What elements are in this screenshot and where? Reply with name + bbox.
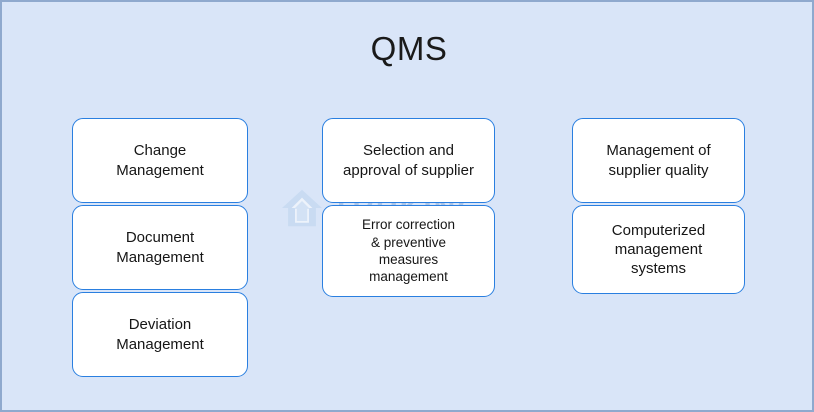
- qms-box-label: Document Management: [116, 229, 204, 266]
- qms-box-deviation-management[interactable]: Deviation Management: [72, 292, 248, 377]
- qms-box-selection-approval-supplier[interactable]: Selection and approval of supplier: [322, 118, 495, 203]
- qms-box-management-supplier-quality[interactable]: Management of supplier quality: [572, 118, 745, 203]
- qms-box-error-correction-preventive[interactable]: Error correction & preventive measures m…: [322, 205, 495, 297]
- qms-box-label: Computerized management systems: [611, 221, 706, 278]
- qms-box-computerized-management-systems[interactable]: Computerized management systems: [572, 205, 745, 294]
- qms-box-label: Deviation Management: [116, 316, 204, 353]
- diagram-column-2: Selection and approval of supplier Error…: [322, 118, 495, 297]
- qms-box-label: Selection and approval of supplier: [343, 142, 474, 179]
- qms-box-label: Error correction & preventive measures m…: [361, 217, 456, 285]
- qms-box-label: Change Management: [116, 142, 204, 179]
- qms-box-document-management[interactable]: Document Management: [72, 205, 248, 290]
- qms-box-change-management[interactable]: Change Management: [72, 118, 248, 203]
- house-logo-icon: [282, 189, 322, 227]
- diagram-column-3: Management of supplier quality Computeri…: [572, 118, 745, 294]
- page-title: QMS: [370, 30, 448, 67]
- diagram-column-1: Change Management Document Management De…: [72, 118, 248, 377]
- qms-box-label: Management of supplier quality: [606, 142, 711, 179]
